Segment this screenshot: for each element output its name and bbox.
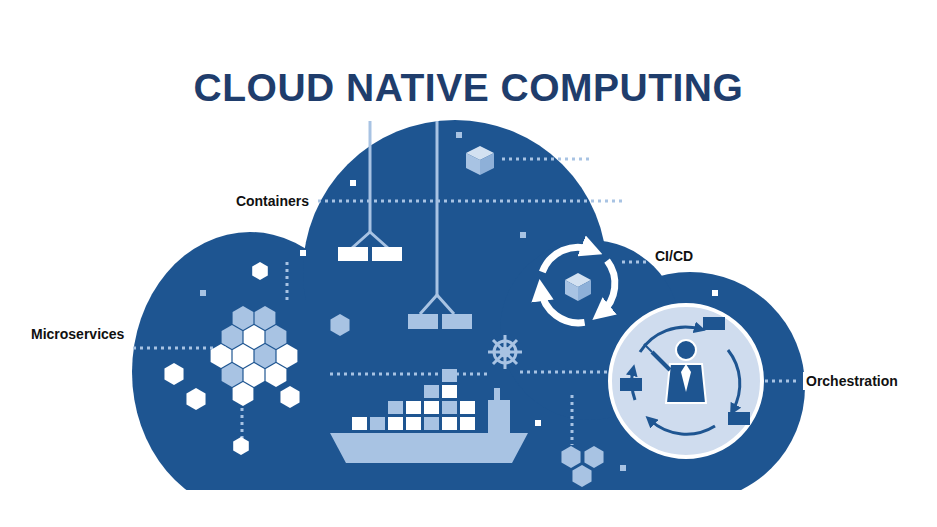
diagram-title: CLOUD NATIVE COMPUTING	[194, 66, 744, 110]
callout-label: Orchestration	[803, 372, 901, 390]
callout-label: Containers	[233, 192, 312, 210]
crane-containers	[338, 121, 472, 329]
callout-label: CI/CD	[652, 247, 696, 265]
cloud-shape	[132, 120, 805, 490]
helm-icon	[488, 335, 522, 369]
callout-label: Microservices	[28, 325, 127, 343]
cicd-cycle	[541, 247, 615, 323]
hexagon-cluster	[164, 262, 603, 487]
container-ship	[330, 369, 528, 463]
orchestration-icon	[610, 305, 762, 457]
dotted-lines	[133, 159, 800, 445]
cube-icon	[466, 146, 494, 175]
decor-squares	[200, 132, 718, 471]
